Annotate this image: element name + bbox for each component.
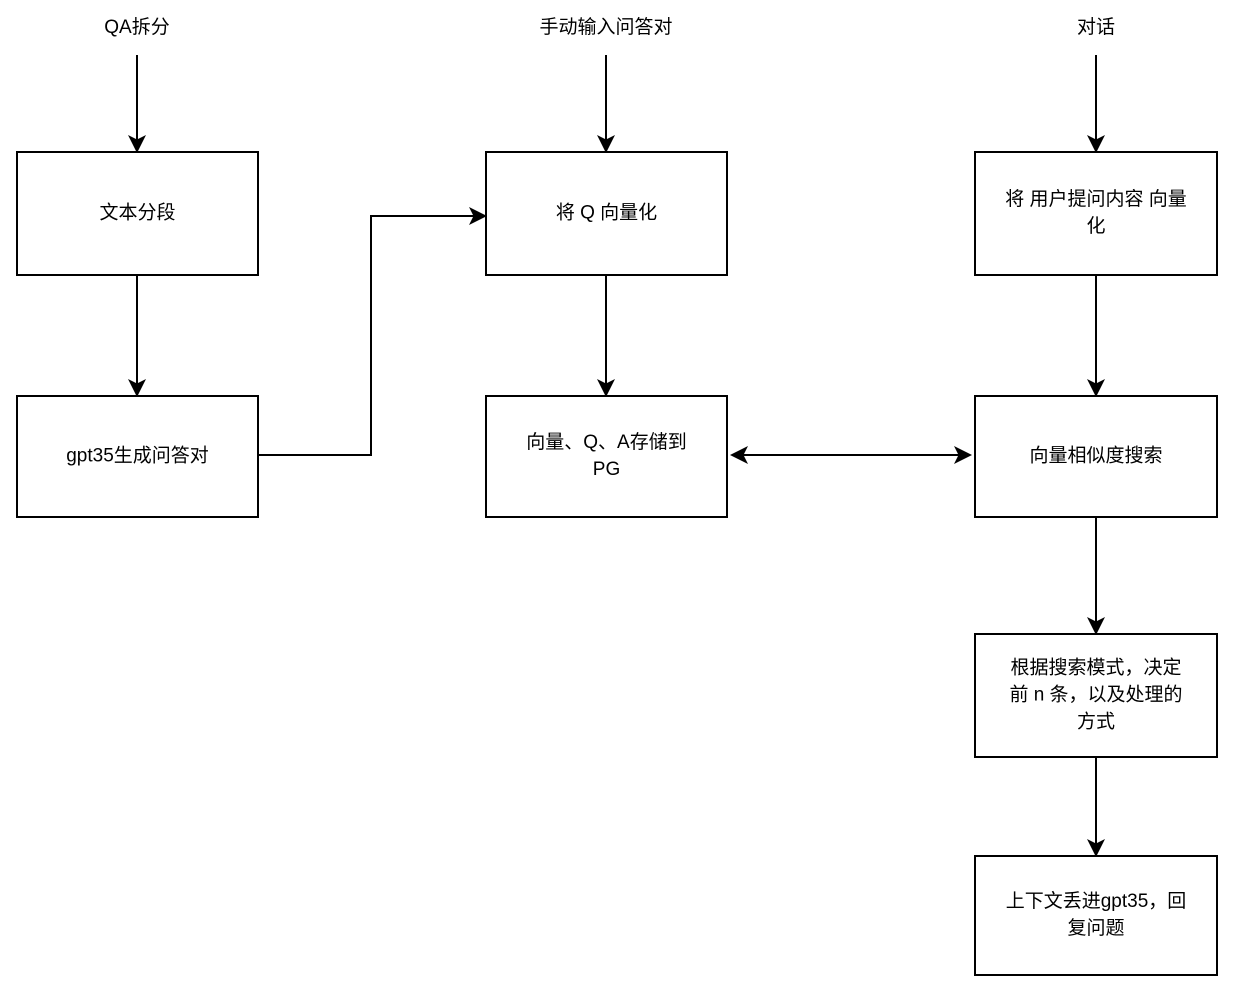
node-gpt35-generate-qa-label: gpt35生成问答对 <box>66 445 209 467</box>
node-vectorize-user-question-line-0: 将 用户提问内容 向量 <box>1005 188 1187 210</box>
node-vectorize-q[interactable]: 将 Q 向量化 <box>485 151 728 276</box>
node-vectorize-user-question[interactable]: 将 用户提问内容 向量化 <box>974 151 1218 276</box>
node-vectorize-user-question-line-1: 化 <box>1086 215 1105 237</box>
node-vectorize-user-question-label: 将 用户提问内容 向量化 <box>1005 188 1187 237</box>
node-search-mode-topn-box[interactable] <box>974 633 1218 758</box>
node-context-to-gpt35-line-1: 复问题 <box>1067 917 1124 939</box>
node-text-split-label: 文本分段 <box>99 202 175 224</box>
entry-dialogue: 对话 <box>1077 16 1115 38</box>
node-vector-similarity-search-box[interactable] <box>974 395 1218 518</box>
node-text-split-box[interactable] <box>16 151 259 276</box>
node-vector-similarity-search-label: 向量相似度搜索 <box>1029 445 1162 467</box>
node-search-mode-topn-line-0: 根据搜索模式，决定 <box>1010 657 1181 679</box>
edge-gpt35-to-vectorize-q <box>258 207 487 456</box>
entry-manual-input: 手动输入问答对 <box>539 16 672 38</box>
node-search-mode-topn-line-1: 前 n 条，以及处理的 <box>1009 684 1182 706</box>
node-vector-similarity-search-line-0: 向量相似度搜索 <box>1029 445 1162 467</box>
node-vector-similarity-search[interactable]: 向量相似度搜索 <box>974 395 1218 518</box>
node-gpt35-generate-qa-box[interactable] <box>16 395 259 518</box>
node-context-to-gpt35-box[interactable] <box>974 855 1218 976</box>
node-gpt35-generate-qa-line-0: gpt35生成问答对 <box>66 445 209 467</box>
node-text-split-line-0: 文本分段 <box>99 202 175 224</box>
entry-qa-split: QA拆分 <box>104 16 169 38</box>
node-store-to-pg-label: 向量、Q、A存储到 PG <box>526 431 686 480</box>
node-store-to-pg[interactable]: 向量、Q、A存储到 PG <box>485 395 728 518</box>
node-vectorize-q-line-0: 将 Q 向量化 <box>556 202 657 224</box>
node-search-mode-topn-line-2: 方式 <box>1077 711 1115 733</box>
entry-labels-layer: QA拆分 手动输入问答对 对话 <box>104 16 1115 38</box>
node-store-to-pg-box[interactable] <box>485 395 728 518</box>
node-search-mode-topn[interactable]: 根据搜索模式，决定前 n 条，以及处理的方式 <box>974 633 1218 758</box>
node-store-to-pg-line-0: 向量、Q、A存储到 <box>526 431 686 453</box>
node-context-to-gpt35[interactable]: 上下文丢进gpt35，回复问题 <box>974 855 1218 976</box>
node-context-to-gpt35-label: 上下文丢进gpt35，回复问题 <box>1006 890 1187 939</box>
node-gpt35-generate-qa[interactable]: gpt35生成问答对 <box>16 395 259 518</box>
node-context-to-gpt35-line-0: 上下文丢进gpt35，回 <box>1006 890 1187 912</box>
edges-layer <box>128 55 1105 857</box>
node-search-mode-topn-label: 根据搜索模式，决定前 n 条，以及处理的方式 <box>1009 657 1182 733</box>
node-store-to-pg-line-1: PG <box>593 459 620 480</box>
node-vectorize-q-box[interactable] <box>485 151 728 276</box>
node-vectorize-user-question-box[interactable] <box>974 151 1218 276</box>
node-text-split[interactable]: 文本分段 <box>16 151 259 276</box>
node-vectorize-q-label: 将 Q 向量化 <box>556 202 657 224</box>
